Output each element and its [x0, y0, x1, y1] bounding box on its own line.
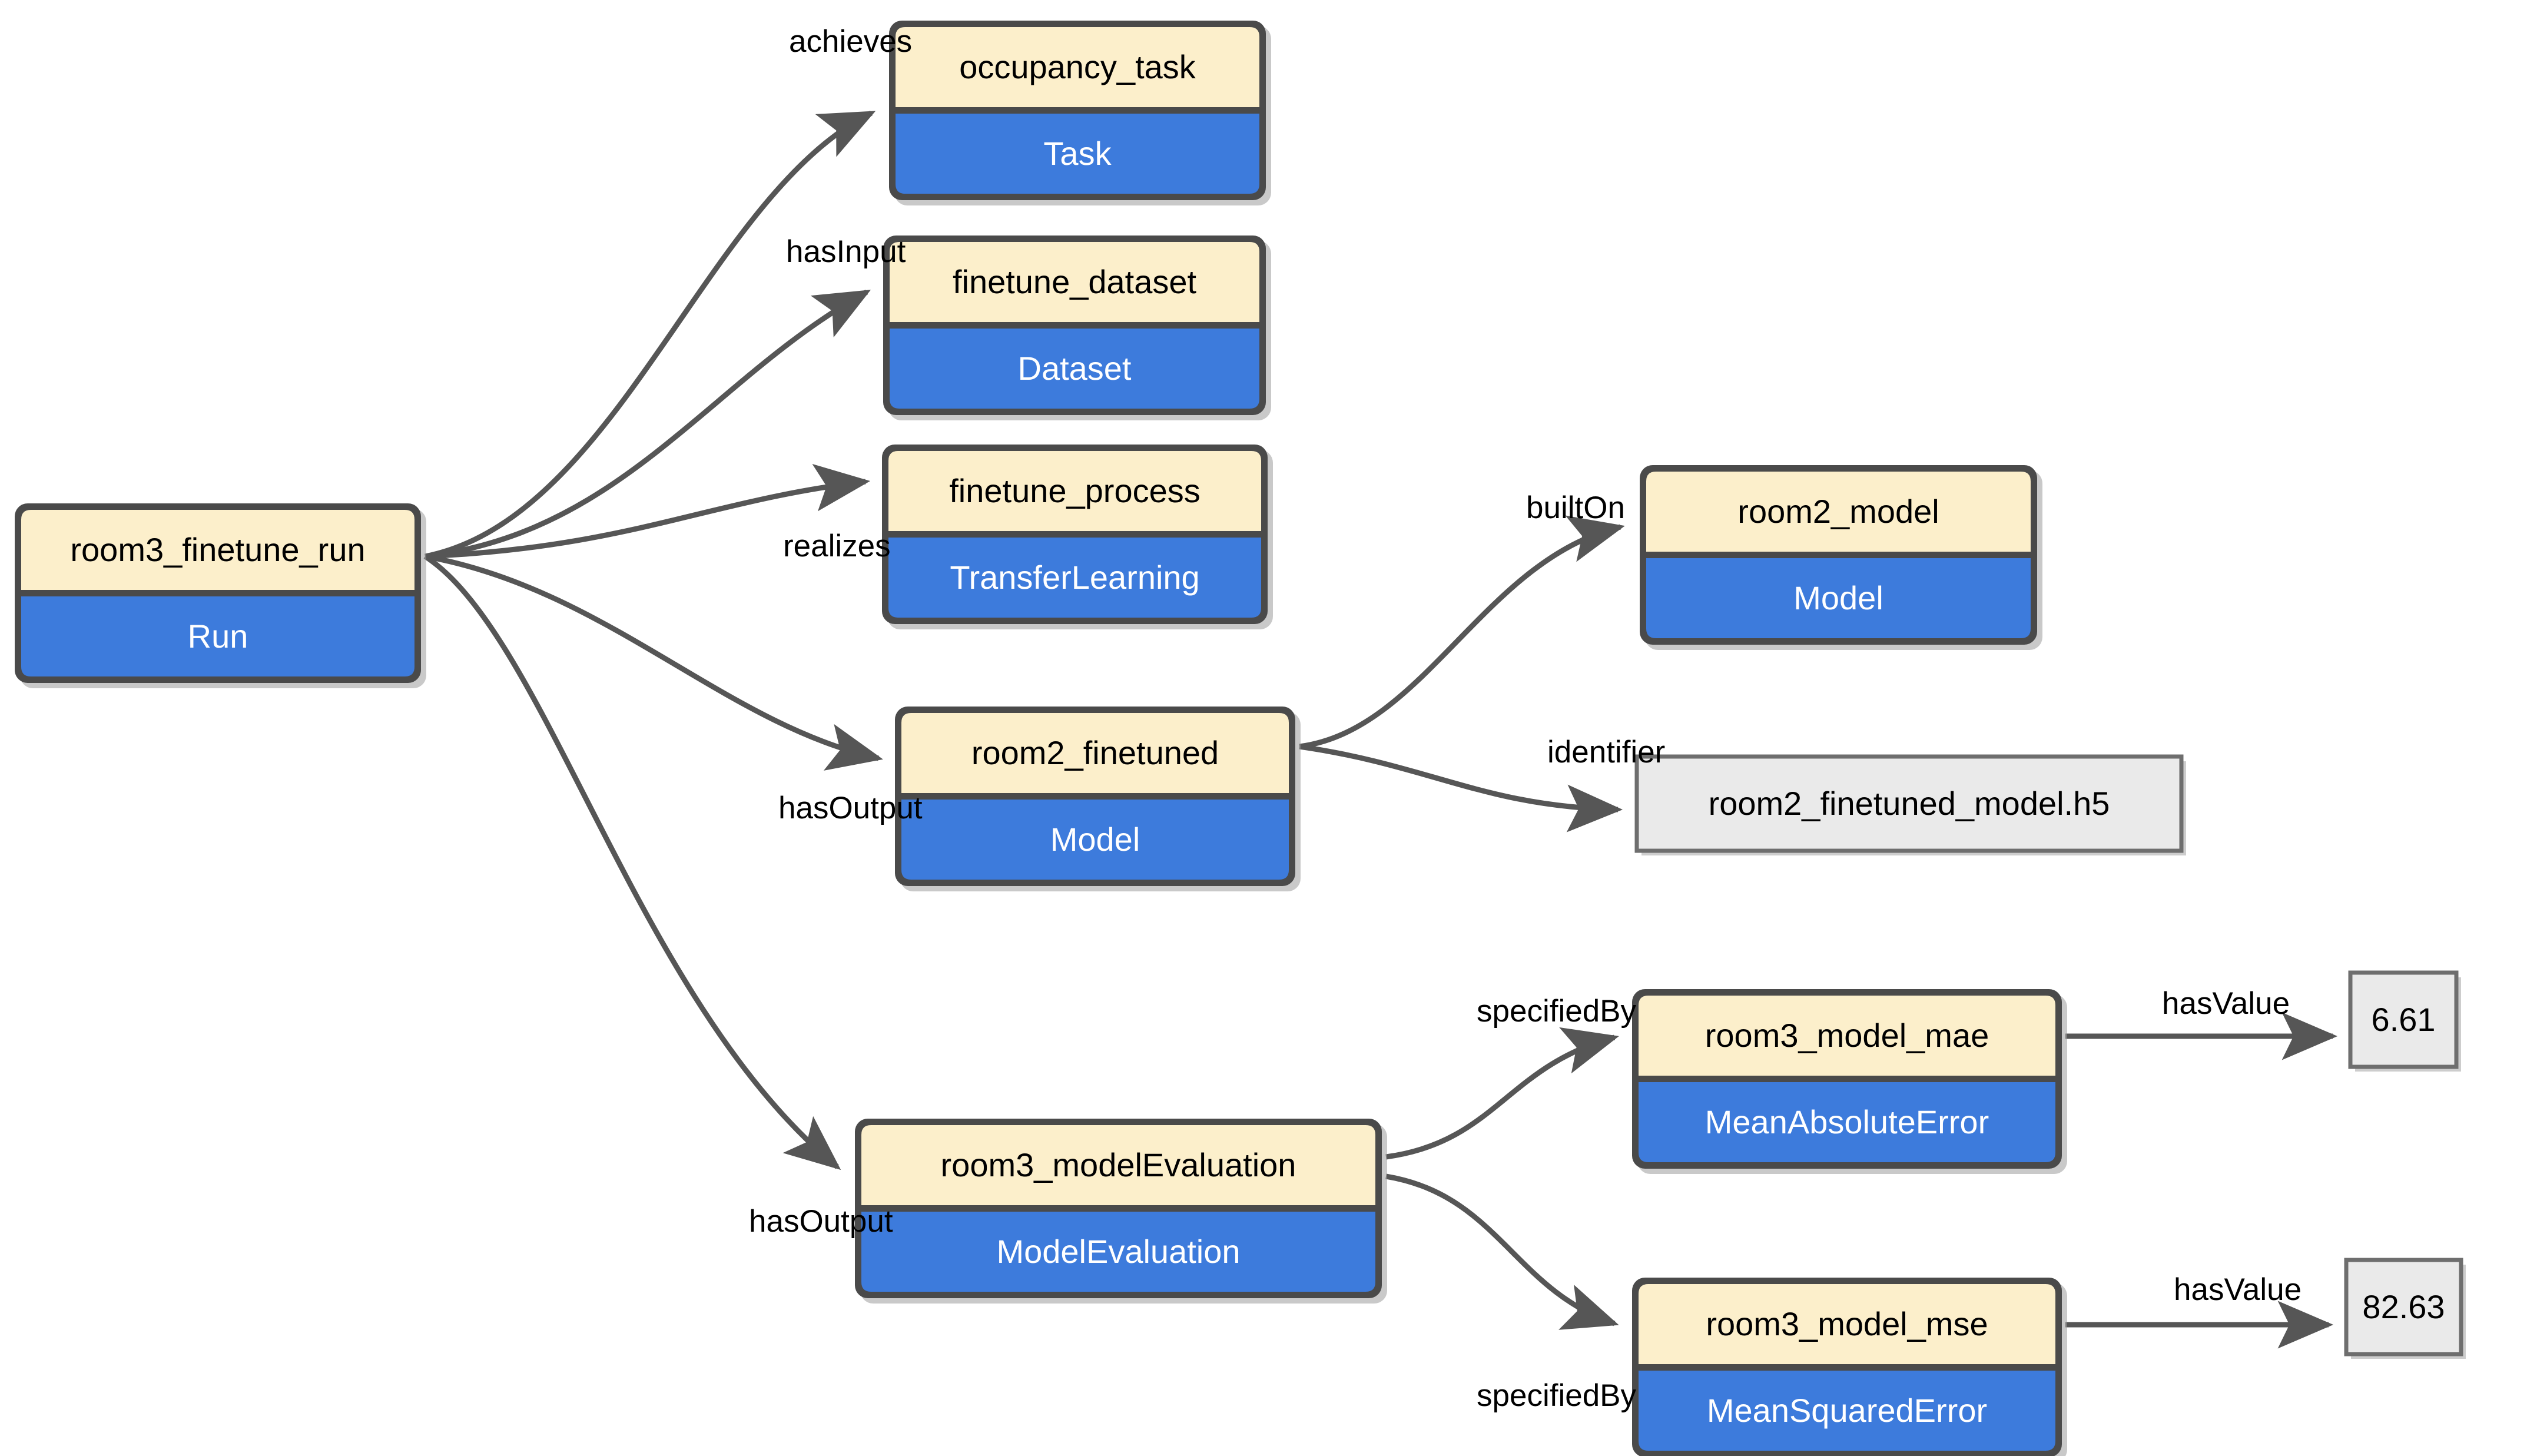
node-header-fill: [1646, 472, 2031, 552]
literal-node[interactable]: 6.61: [2348, 970, 2461, 1072]
edge-label: hasValue: [2162, 986, 2290, 1021]
edge-label: hasOutput: [778, 791, 923, 825]
node-instance-name: finetune_process: [949, 472, 1201, 509]
graph-edge: [1385, 1173, 1619, 1330]
node-instance-name: room3_modelEvaluation: [941, 1146, 1296, 1183]
node-class-fill: [890, 329, 1259, 409]
literal-box: [2344, 1258, 2463, 1356]
edge-arrow-builtOn: [1299, 515, 1625, 749]
edge-label: realizes: [783, 529, 891, 563]
edge-label: hasOutput: [749, 1204, 893, 1239]
node-instance-name: finetune_dataset: [953, 263, 1197, 300]
node-class-label: ModelEvaluation: [996, 1233, 1240, 1270]
node-class-label: Task: [1043, 135, 1112, 172]
edge-arrow-identifier: [1299, 744, 1623, 833]
node-layer: room3_finetune_runRunoccupancy_taskTaskf…: [15, 21, 2466, 1456]
node-class-fill: [888, 538, 1261, 618]
node-class-label: Model: [1050, 821, 1140, 858]
edge-layer: [423, 110, 2338, 1349]
node-class-fill: [1646, 558, 2031, 638]
literal-node[interactable]: 82.63: [2344, 1258, 2466, 1359]
edge-label: hasValue: [2174, 1272, 2302, 1307]
literal-box: [1634, 754, 2184, 853]
edge-arrow-hasOutput: [423, 554, 841, 1170]
edge-arrow-realizes: [425, 463, 871, 559]
edge-arrow-specifiedBy: [1385, 1027, 1619, 1160]
graph-edge: [1299, 515, 1625, 749]
node-class-fill: [901, 800, 1289, 880]
graph-edge: [425, 110, 876, 559]
node-class-fill: [896, 114, 1259, 194]
edge-label-layer: achieves hasInput realizes hasOutput hasOutp…: [749, 24, 2302, 1413]
node-header-fill: [890, 242, 1259, 322]
node-class-fill: [861, 1212, 1375, 1292]
node-class-label: MeanAbsoluteError: [1705, 1103, 1989, 1140]
edge-label: achieves: [789, 24, 912, 59]
graph-edge: [425, 290, 871, 559]
edge-arrow-hasInput: [425, 290, 871, 559]
edge-label: builtOn: [1526, 490, 1625, 525]
node-class-label: Model: [1793, 579, 1883, 616]
node-class-fill: [21, 596, 414, 676]
graph-edge: [425, 463, 871, 559]
edge-arrow-hasOutput: [425, 553, 883, 771]
edge-arrow-achieves: [425, 110, 876, 559]
node-class-label: MeanSquaredError: [1707, 1392, 1987, 1429]
node-header-fill: [1639, 996, 2055, 1076]
graph-edge: [423, 554, 841, 1170]
edge-label: specifiedBy: [1477, 1378, 1637, 1413]
node-instance-name: room3_model_mse: [1706, 1305, 1988, 1342]
node-instance-name: room3_finetune_run: [70, 531, 365, 568]
literal-value: 6.61: [2372, 1001, 2436, 1038]
node-instance-name: room2_model: [1737, 493, 1939, 530]
node-instance-name: occupancy_task: [959, 48, 1196, 85]
edge-label: identifier: [1547, 735, 1665, 770]
edge-label: specifiedBy: [1477, 994, 1637, 1029]
edge-arrow-specifiedBy: [1385, 1173, 1619, 1330]
literal-value: room2_finetuned_model.h5: [1709, 785, 2110, 822]
graph-edge: [1299, 744, 1623, 833]
node-class-label: Run: [188, 618, 248, 655]
node-class-label: TransferLearning: [950, 559, 1199, 596]
node-instance-name: room2_finetuned: [971, 734, 1219, 771]
node-class-fill: [1639, 1082, 2055, 1162]
node-class-fill: [1639, 1371, 2055, 1451]
graph-edge: [425, 553, 883, 771]
node-header-fill: [21, 510, 414, 590]
edge-label: hasInput: [786, 234, 906, 269]
literal-node[interactable]: room2_finetuned_model.h5: [1634, 754, 2186, 855]
node-header-fill: [1639, 1284, 2055, 1364]
node-instance-name: room3_model_mae: [1705, 1017, 1989, 1054]
node-header-fill: [888, 451, 1261, 531]
node-header-fill: [896, 27, 1259, 107]
node-header-fill: [861, 1125, 1375, 1205]
literal-box: [2348, 970, 2459, 1069]
node-header-fill: [901, 713, 1289, 793]
graph-edge: [1385, 1027, 1619, 1160]
literal-value: 82.63: [2362, 1288, 2445, 1325]
node-class-label: Dataset: [1018, 350, 1132, 387]
